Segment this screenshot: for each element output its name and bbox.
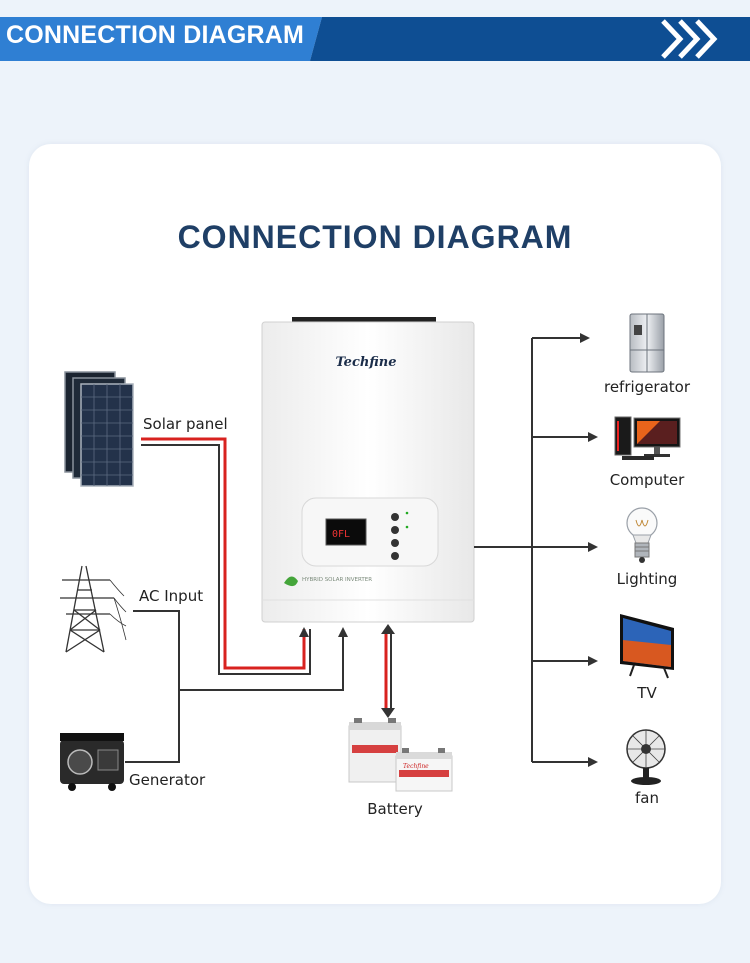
ac-input-label: AC Input bbox=[139, 587, 204, 605]
card-title: CONNECTION DIAGRAM bbox=[177, 219, 573, 255]
computer-icon bbox=[614, 416, 681, 460]
ac-wire bbox=[125, 610, 180, 763]
generator-label: Generator bbox=[129, 771, 206, 789]
battery-label: Battery bbox=[367, 800, 423, 818]
light-bulb-icon bbox=[626, 507, 658, 563]
battery-icon bbox=[348, 718, 453, 792]
tv-label: TV bbox=[637, 684, 657, 702]
svg-text:0FL: 0FL bbox=[332, 529, 350, 540]
fan-label: fan bbox=[635, 789, 659, 807]
refrigerator-label: refrigerator bbox=[603, 378, 691, 396]
inverter-badge: HYBRID SOLAR INVERTER bbox=[302, 577, 372, 583]
generator-icon bbox=[60, 733, 124, 791]
header-title: CONNECTION DIAGRAM bbox=[6, 21, 305, 49]
computer-label: Computer bbox=[609, 471, 685, 489]
solar-panel-label: Solar panel bbox=[143, 415, 228, 433]
fan-icon bbox=[626, 729, 666, 785]
refrigerator-icon bbox=[629, 313, 665, 373]
arrow-up-icon bbox=[381, 624, 395, 634]
tv-icon bbox=[620, 614, 674, 679]
inverter-brand: Techfine bbox=[336, 355, 397, 370]
solar-wire-red bbox=[141, 437, 309, 670]
ac-generator-wire bbox=[179, 627, 348, 691]
solar-wire-dark bbox=[141, 444, 311, 675]
battery-brand: Techfine bbox=[403, 763, 429, 770]
inverter-icon: 0FL bbox=[261, 317, 475, 623]
solar-panel-icon bbox=[64, 371, 134, 487]
lighting-label: Lighting bbox=[616, 570, 678, 588]
power-tower-icon bbox=[60, 565, 127, 653]
double-chevron-icon bbox=[661, 19, 718, 59]
header-banner bbox=[0, 17, 750, 61]
arrow-down-icon bbox=[381, 708, 395, 718]
